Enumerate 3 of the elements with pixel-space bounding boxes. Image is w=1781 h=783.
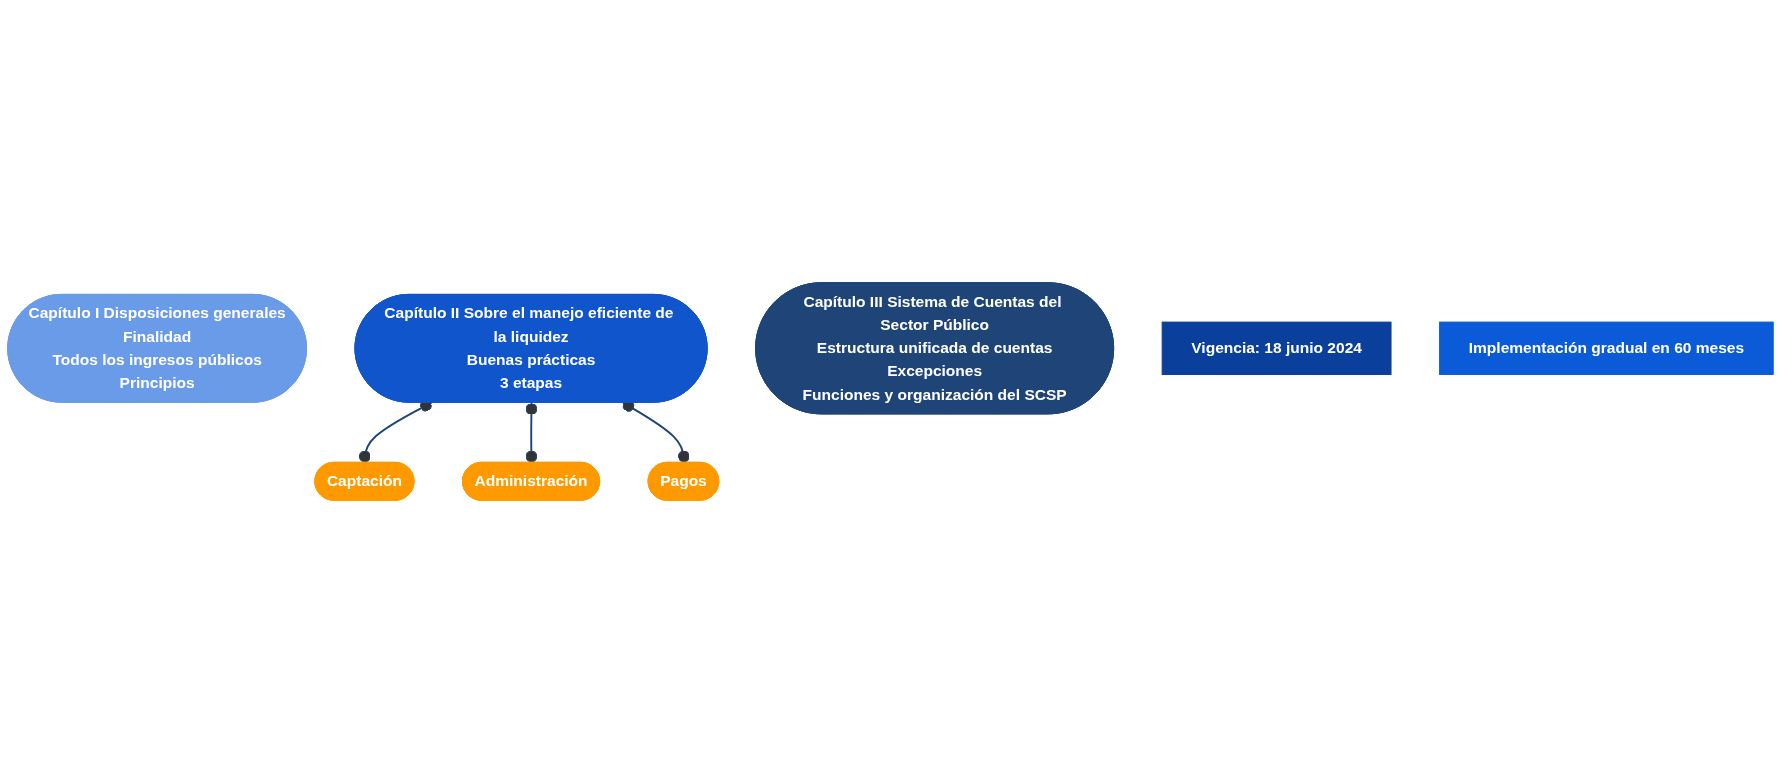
node-box: Vigencia: 18 junio 2024: [1161, 321, 1392, 375]
connector: [525, 401, 538, 464]
node-box: Implementación gradual en 60 meses: [1439, 321, 1774, 375]
